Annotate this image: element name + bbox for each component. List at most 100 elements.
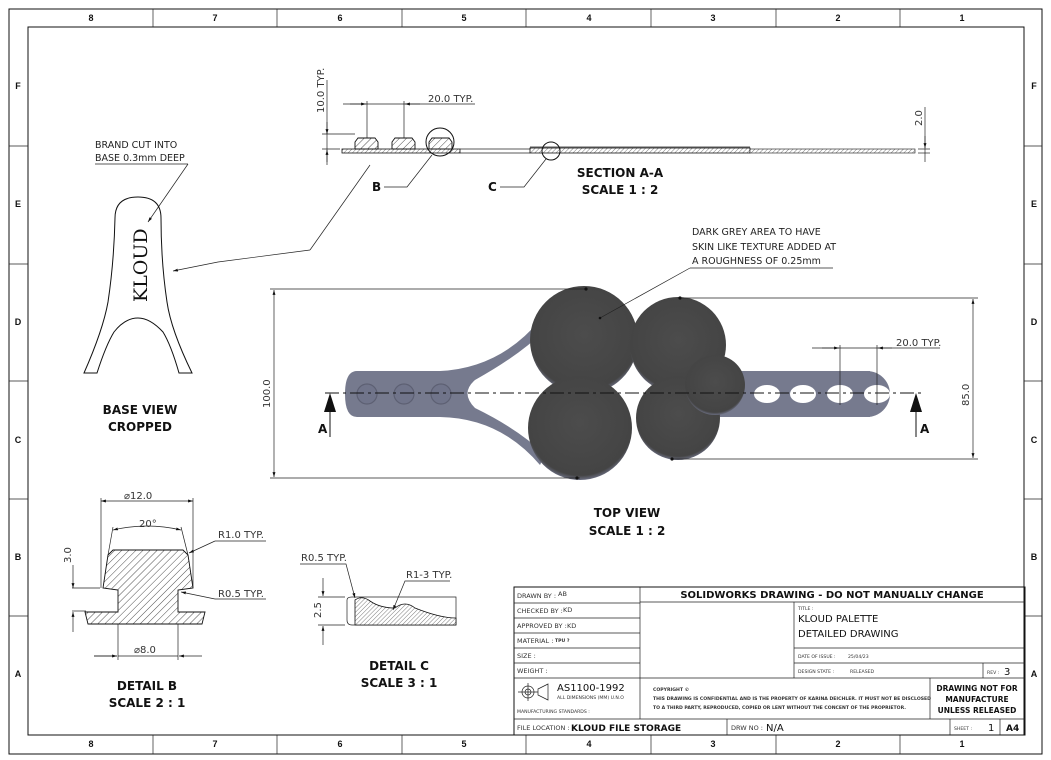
copyright-line2: TO A THIRD PARTY, REPRODUCED, COPIED OR … bbox=[653, 705, 906, 711]
detail-b-circle bbox=[425, 127, 455, 157]
detail-c-thickness: 2.5 bbox=[313, 602, 324, 618]
hole-pitch-dim: 20.0 TYP. bbox=[896, 338, 941, 349]
detail-c-fillet-range: R1-3 TYP. bbox=[406, 570, 452, 581]
zone-col-5-bottom: 5 bbox=[461, 739, 466, 749]
design-state-label: DESIGN STATE : bbox=[798, 669, 834, 675]
drw-no-value: N/A bbox=[766, 723, 784, 734]
title-block: DRAWN BY : AB CHECKED BY : KD APPROVED B… bbox=[513, 586, 1026, 736]
section-aa-view: 10.0 TYP. 20.0 TYP. 2.0 B C SECTION A-A … bbox=[316, 68, 930, 197]
detail-c-view: R0.5 TYP. R1-3 TYP. 2.5 DETAIL C SCALE 3… bbox=[300, 553, 457, 690]
title-line1: KLOUD PALETTE bbox=[798, 614, 878, 625]
zone-col-1: 1 bbox=[959, 13, 964, 23]
section-aa-title: SECTION A-A bbox=[577, 166, 664, 180]
section-height-dim: 10.0 TYP. bbox=[316, 68, 327, 113]
brand-note-line1: BRAND CUT INTO bbox=[95, 140, 177, 151]
section-thickness-dim: 2.0 bbox=[914, 110, 925, 126]
zone-row-a: A bbox=[15, 669, 22, 679]
pad-height-dim: 85.0 bbox=[961, 384, 972, 406]
texture-pad bbox=[528, 376, 632, 480]
zone-row-d: D bbox=[15, 317, 22, 327]
design-state-value: RELEASED bbox=[850, 669, 875, 675]
title-line2: DETAILED DRAWING bbox=[798, 629, 899, 640]
warning-line1: DRAWING NOT FOR bbox=[936, 684, 1017, 693]
zone-col-2-bottom: 2 bbox=[835, 739, 840, 749]
detail-b-fillet-bottom: R0.5 TYP. bbox=[218, 589, 264, 600]
base-view: BRAND CUT INTO BASE 0.3mm DEEP KLOUD BAS… bbox=[83, 140, 371, 434]
zone-col-1-bottom: 1 bbox=[959, 739, 964, 749]
peg-hole bbox=[754, 385, 780, 403]
units-note: ALL DIMENSIONS (MM) U.N.O bbox=[557, 695, 624, 701]
peg-bump bbox=[356, 383, 378, 405]
zone-row-f-right: F bbox=[1031, 81, 1037, 91]
drawn-by-value: AB bbox=[558, 590, 567, 598]
sheet-label: SHEET : bbox=[954, 726, 972, 732]
title-label: TITLE : bbox=[797, 606, 814, 612]
detail-b-top-dia: ⌀12.0 bbox=[124, 491, 152, 502]
paper-size: A4 bbox=[1006, 724, 1019, 734]
zone-col-7-bottom: 7 bbox=[212, 739, 217, 749]
approved-by-value: KD bbox=[567, 622, 576, 630]
texture-note-line1: DARK GREY AREA TO HAVE bbox=[692, 227, 821, 238]
top-view-scale: SCALE 1 : 2 bbox=[589, 524, 666, 538]
projection-symbol-icon bbox=[518, 683, 549, 701]
sheet-value: 1 bbox=[988, 723, 994, 734]
detail-c-circle bbox=[541, 141, 561, 161]
date-label: DATE OF ISSUE : bbox=[798, 654, 836, 660]
rev-value: 3 bbox=[1004, 667, 1010, 678]
peg-bump bbox=[393, 383, 415, 405]
file-location-label: FILE LOCATION : bbox=[517, 724, 570, 732]
zone-col-8: 8 bbox=[88, 13, 93, 23]
zone-col-8-bottom: 8 bbox=[88, 739, 93, 749]
zone-col-2: 2 bbox=[835, 13, 840, 23]
overall-height-dim: 100.0 bbox=[262, 379, 273, 408]
detail-c-scale: SCALE 3 : 1 bbox=[361, 676, 438, 690]
copyright-line1: THIS DRAWING IS CONFIDENTIAL AND IS THE … bbox=[653, 696, 931, 702]
copyright-label: COPYRIGHT © bbox=[653, 687, 689, 693]
detail-b-base-dia: ⌀8.0 bbox=[134, 645, 156, 656]
detail-b-title: DETAIL B bbox=[117, 679, 177, 693]
detail-c-fillet-small: R0.5 TYP. bbox=[301, 553, 347, 564]
drawn-by-label: DRAWN BY : bbox=[517, 592, 556, 600]
zone-row-a-right: A bbox=[1031, 669, 1038, 679]
mfg-standards-label: MANUFACTURING STANDARDS : bbox=[517, 709, 590, 715]
approved-by-label: APPROVED BY : bbox=[517, 622, 567, 630]
section-pitch-dim: 20.0 TYP. bbox=[428, 94, 473, 105]
size-label: SIZE : bbox=[517, 652, 536, 660]
weight-label: WEIGHT : bbox=[517, 667, 548, 675]
texture-note-line2: SKIN LIKE TEXTURE ADDED AT bbox=[692, 242, 836, 253]
warning-line2: MANUFACTURE bbox=[945, 695, 1008, 704]
zone-col-3-bottom: 3 bbox=[710, 739, 715, 749]
zone-row-e-right: E bbox=[1031, 199, 1037, 209]
material-label: MATERIAL : bbox=[517, 637, 553, 645]
file-location-value: KLOUD FILE STORAGE bbox=[571, 724, 681, 734]
detail-b-view: ⌀12.0 20° R1.0 TYP. R0.5 TYP. 3.0 ⌀8.0 D… bbox=[63, 491, 266, 710]
zone-row-f: F bbox=[15, 81, 21, 91]
top-view-title: TOP VIEW bbox=[594, 506, 661, 520]
brand-note-line2: BASE 0.3mm DEEP bbox=[95, 153, 185, 164]
detail-b-callout: B bbox=[372, 180, 381, 194]
zone-row-c: C bbox=[15, 435, 22, 445]
zone-row-e: E bbox=[15, 199, 21, 209]
zone-row-c-right: C bbox=[1031, 435, 1038, 445]
detail-c-callout: C bbox=[488, 180, 497, 194]
detail-c-title: DETAIL C bbox=[369, 659, 429, 673]
texture-pad bbox=[530, 286, 638, 394]
rev-label: REV : bbox=[987, 670, 1000, 676]
material-value: TPU ? bbox=[555, 638, 570, 644]
zone-col-6: 6 bbox=[337, 13, 342, 23]
texture-note-line3: A ROUGHNESS OF 0.25mm bbox=[692, 256, 821, 267]
section-aa-scale: SCALE 1 : 2 bbox=[582, 183, 659, 197]
brand-text: KLOUD bbox=[130, 228, 152, 302]
section-marker-right: A bbox=[920, 422, 930, 436]
zone-col-7: 7 bbox=[212, 13, 217, 23]
base-view-subtitle: CROPPED bbox=[108, 420, 172, 434]
peg-bump bbox=[430, 383, 452, 405]
detail-b-height: 3.0 bbox=[63, 547, 74, 563]
standard: AS1100-1992 bbox=[557, 683, 625, 694]
zone-col-4: 4 bbox=[586, 13, 591, 23]
base-view-title: BASE VIEW bbox=[103, 403, 178, 417]
texture-pad bbox=[685, 355, 745, 415]
date-value: 25/04/23 bbox=[848, 654, 869, 660]
checked-by-label: CHECKED BY : bbox=[517, 607, 563, 615]
checked-by-value: KD bbox=[563, 606, 572, 614]
